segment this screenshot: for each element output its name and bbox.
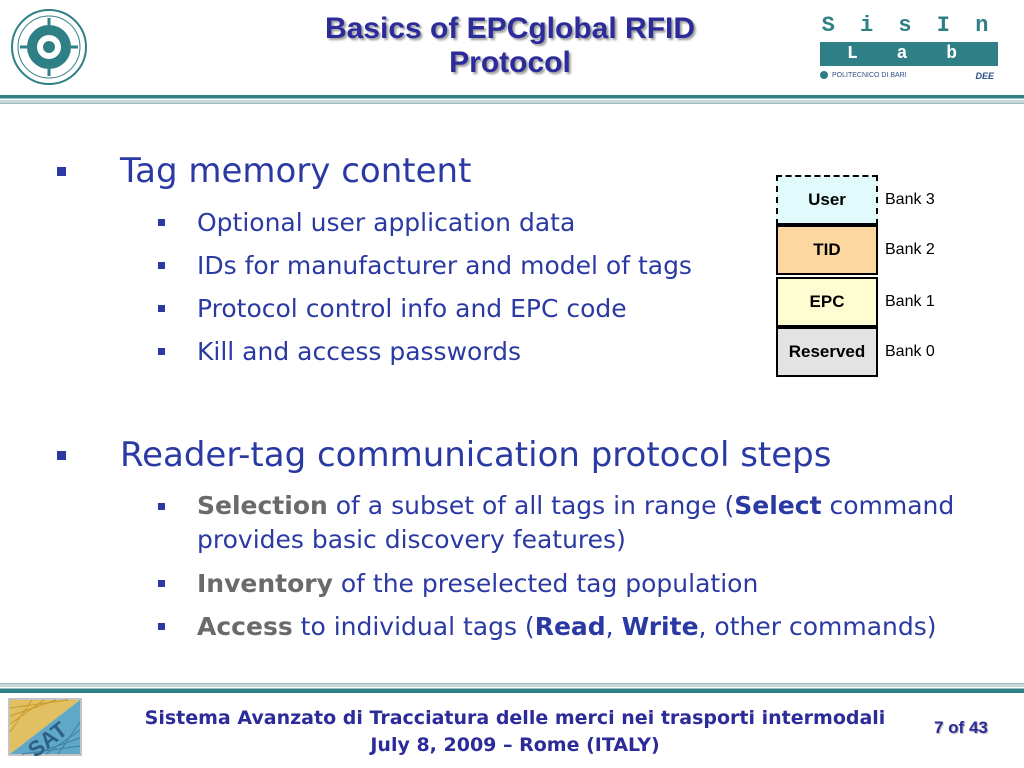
footer-date-location: July 8, 2009 – Rome (ITALY)	[370, 734, 660, 756]
memory-bank-epc: EPC	[776, 277, 878, 327]
memory-bank-tid: TID	[776, 225, 878, 275]
section2-item-1-text1: of a subset of all tags in range (	[327, 491, 735, 520]
sisinf-logo-row1: S i s I n f	[821, 13, 995, 66]
sat-logo-icon: SAT	[8, 698, 82, 756]
section2-heading: Reader-tag communication protocol steps	[120, 435, 832, 475]
slide-title-line1: Basics of EPCglobal RFID	[324, 12, 696, 45]
bullet-square-icon	[57, 451, 66, 460]
memory-bank-label-0: Bank 0	[885, 343, 935, 360]
memory-bank-label-2: Bank 2	[885, 241, 935, 258]
header-divider	[0, 95, 1024, 104]
section2-item-2-text: of the preselected tag population	[332, 569, 759, 598]
section2-item-3-sep: ,	[605, 612, 622, 641]
section2-item-1-text2: command	[821, 491, 955, 520]
section2-item-2: Inventory of the preselected tag populat…	[197, 567, 758, 601]
memory-bank-reserved: Reserved	[776, 327, 878, 377]
section1-heading: Tag memory content	[120, 151, 472, 191]
section2-item-3-text2: , other commands)	[698, 612, 937, 641]
read-command-term: Read	[534, 612, 606, 641]
dee-text: DEE	[975, 71, 994, 81]
section2-item-1-line2: provides basic discovery features)	[197, 525, 626, 554]
sisinf-logo-row3: POLITECNICO DI BARI DEE	[820, 69, 998, 83]
bullet-square-icon	[158, 580, 165, 587]
section1-item-3: Protocol control info and EPC code	[197, 294, 627, 323]
sisinf-logo-row2: L a b	[820, 42, 998, 66]
university-seal-icon	[11, 9, 87, 85]
slide-title-line2: Protocol	[449, 46, 571, 79]
section1-item-2: IDs for manufacturer and model of tags	[197, 251, 692, 280]
bullet-square-icon	[158, 219, 165, 226]
select-command-term: Select	[734, 491, 822, 520]
bullet-square-icon	[158, 262, 165, 269]
write-command-term: Write	[621, 612, 699, 641]
inventory-term: Inventory	[197, 569, 333, 598]
memory-bank-label-1: Bank 1	[885, 293, 935, 310]
footer-project-title: Sistema Avanzato di Tracciatura delle me…	[144, 707, 886, 729]
slide-title: Basics of EPCglobal RFID Protocol	[200, 12, 820, 80]
access-term: Access	[197, 612, 293, 641]
memory-bank-user: User	[776, 175, 878, 225]
bullet-square-icon	[158, 623, 165, 630]
selection-term: Selection	[197, 491, 328, 520]
section1-item-4: Kill and access passwords	[197, 337, 522, 366]
section2-item-3-text1: to individual tags (	[292, 612, 535, 641]
sisinf-lab-logo: S i s I n f L a b POLITECNICO DI BARI DE…	[818, 12, 998, 82]
poliba-dot-icon	[820, 71, 828, 80]
page-number: 7 of 43	[934, 718, 988, 737]
bullet-square-icon	[158, 305, 165, 312]
poliba-text: POLITECNICO DI BARI	[832, 72, 907, 79]
footer-divider	[0, 683, 1024, 693]
bullet-square-icon	[158, 348, 165, 355]
section2-item-3: Access to individual tags (Read, Write, …	[197, 610, 937, 644]
bullet-square-icon	[158, 503, 165, 510]
memory-bank-label-3: Bank 3	[885, 191, 935, 208]
section2-item-1: Selection of a subset of all tags in ran…	[197, 489, 997, 557]
bullet-square-icon	[57, 167, 66, 176]
section1-item-1: Optional user application data	[197, 208, 576, 237]
